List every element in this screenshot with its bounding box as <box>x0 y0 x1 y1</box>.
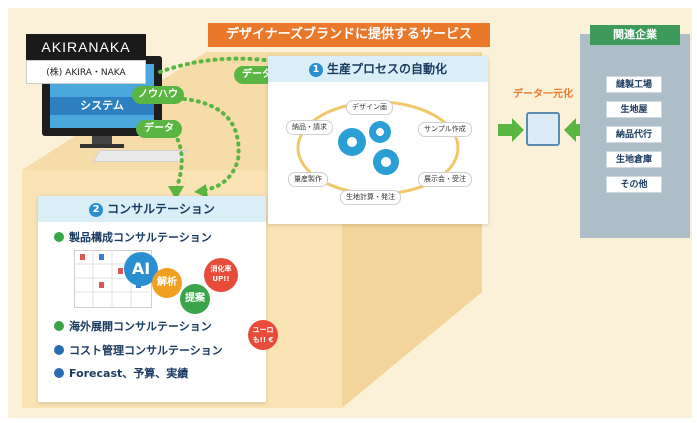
consult-item-cost: コスト管理コンサルテーション <box>54 344 223 358</box>
knowhow-label: ノウハウ <box>132 86 184 104</box>
consult-item-label: コスト管理コンサルテーション <box>69 344 223 357</box>
consult-item-forecast: Forecast、予算、実績 <box>54 367 188 381</box>
company-fabric-warehouse: 生地倉庫 <box>606 151 662 168</box>
bullet-icon <box>54 345 64 355</box>
step-design: デザイン画 <box>346 100 393 115</box>
process-title: 生産プロセスの自動化 <box>326 62 447 76</box>
brand-logo: AKIRANAKA <box>26 34 146 60</box>
consult-item-label: Forecast、予算、実績 <box>69 367 189 380</box>
rate-up-badge: 消化率UP!! <box>204 258 238 292</box>
monitor-stand <box>92 136 112 144</box>
services-banner: デザイナーズブランドに提供するサービス <box>208 23 490 47</box>
related-companies-title: 関連企業 <box>590 25 680 45</box>
euro-badge: ユーロも!! € <box>248 320 278 350</box>
analysis-badge: 解析 <box>152 268 182 298</box>
system-label: システム <box>50 97 154 115</box>
step-production: 量産製作 <box>288 172 328 187</box>
consult-item-overseas: 海外展開コンサルテーション <box>54 320 212 334</box>
company-others: その他 <box>606 176 662 193</box>
bullet-icon <box>54 232 64 242</box>
consulting-title: コンサルテーション <box>107 202 215 216</box>
step-delivery: 納品・請求 <box>286 120 333 135</box>
arrow-knowhow <box>168 96 241 192</box>
step-sample: サンプル作成 <box>418 122 472 137</box>
consult-item-product: 製品構成コンサルテーション <box>54 231 212 245</box>
consulting-number: 2 <box>89 203 104 217</box>
step-fabric-order: 生地計算・発注 <box>340 190 401 205</box>
arrow-right-icon <box>498 118 524 142</box>
arrowhead-knowhow <box>194 184 208 198</box>
company-fabric-shop: 生地屋 <box>606 101 662 118</box>
consult-item-label: 海外展開コンサルテーション <box>69 320 212 333</box>
company-delivery-agent: 納品代行 <box>606 126 662 143</box>
proposal-badge: 提案 <box>180 284 210 314</box>
step-exhibition: 展示会・受注 <box>418 172 472 187</box>
consult-item-label: 製品構成コンサルテーション <box>69 231 212 244</box>
data-unification-label: データ一元化 <box>513 89 573 100</box>
database-device-icon <box>526 112 560 146</box>
arrow-to-process <box>158 56 282 74</box>
data-label-bottom: データ <box>136 120 182 138</box>
arrowhead-data <box>168 186 184 200</box>
bullet-icon <box>54 368 64 378</box>
bullet-icon <box>54 321 64 331</box>
gears-icon <box>338 121 399 175</box>
company-name: (株) AKIRA・NAKA <box>26 60 146 84</box>
ai-badge: AI <box>124 252 158 286</box>
monitor-base <box>80 144 124 148</box>
company-sewing-factory: 縫製工場 <box>606 76 662 93</box>
process-number: 1 <box>308 63 323 77</box>
